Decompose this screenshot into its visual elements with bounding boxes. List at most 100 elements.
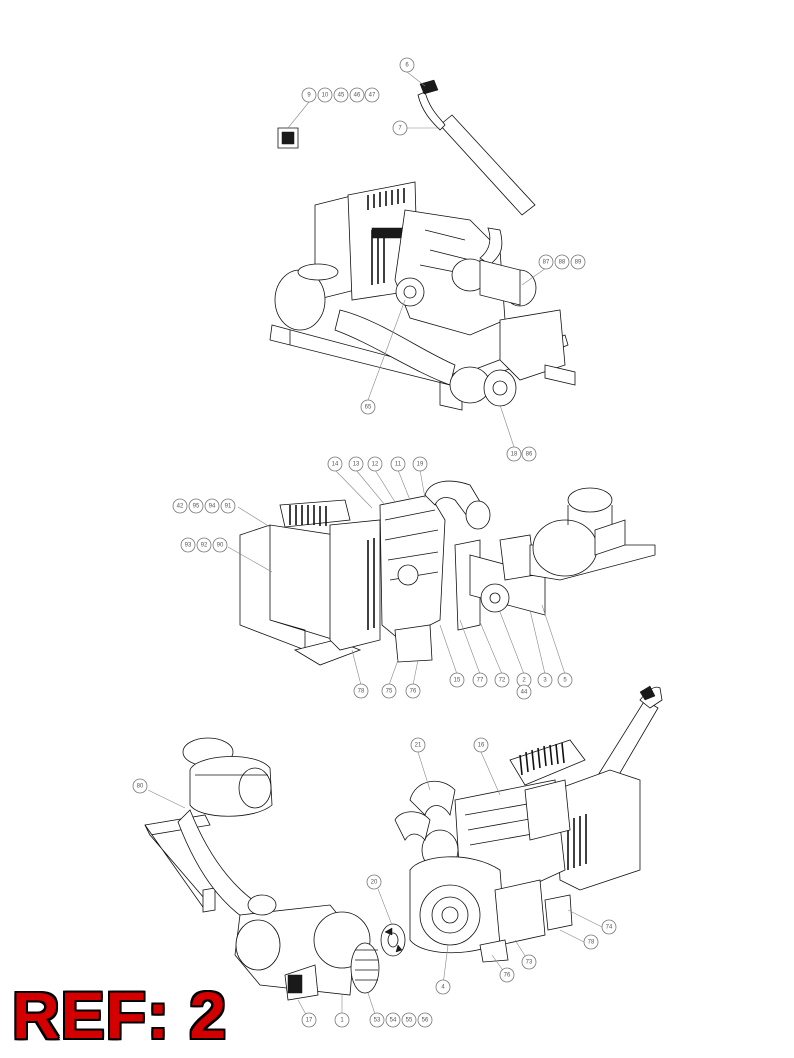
- callout-number: 13: [353, 462, 360, 468]
- impeller: [380, 923, 406, 957]
- filter-bracket: [144, 814, 211, 836]
- callout-circle: [570, 254, 586, 270]
- callout-bubble: 93: [180, 537, 196, 553]
- callout-circle: [366, 874, 382, 890]
- radiator: [329, 519, 381, 651]
- callout-bubble: 78: [353, 683, 369, 699]
- callout-circle: [494, 672, 510, 688]
- callout-number: 12: [372, 462, 379, 468]
- callout-circle: [449, 672, 465, 688]
- callout-circle: [435, 979, 451, 995]
- callout-number: 77: [477, 678, 484, 684]
- engine-mount: [394, 624, 433, 663]
- callout-number: 2: [522, 678, 526, 684]
- callout-number: 6: [405, 63, 409, 69]
- callout-circle: [180, 537, 196, 553]
- callout-bubble: 91: [220, 498, 236, 514]
- callout-circle: [301, 87, 317, 103]
- callout-bubble: 7: [392, 120, 408, 136]
- air-filter: [532, 519, 598, 577]
- callout-number: 11: [395, 462, 402, 468]
- callout-circle: [538, 254, 554, 270]
- callout-circle: [410, 737, 426, 753]
- callout-number: 94: [209, 504, 216, 510]
- callout-number: 54: [390, 1018, 397, 1024]
- callout-number: 7: [398, 126, 402, 132]
- callout-circle: [417, 1012, 433, 1028]
- callout-circle: [367, 456, 383, 472]
- callout-number: 44: [521, 690, 528, 696]
- callout-number: 93: [185, 543, 192, 549]
- exhaust-elbow: [409, 781, 456, 817]
- callout-circle: [521, 954, 537, 970]
- radiator: [554, 769, 641, 891]
- callout-number: 17: [306, 1018, 313, 1024]
- callout-number: 78: [358, 689, 365, 695]
- callout-bubble: 1: [334, 1012, 350, 1028]
- callout-bubble: 90: [212, 537, 228, 553]
- callout-circle: [601, 919, 617, 935]
- callout-number: 45: [338, 93, 345, 99]
- callout-bubble: 94: [204, 498, 220, 514]
- callout-bubble: 76: [499, 967, 515, 983]
- callout-bubble: 2: [516, 672, 532, 688]
- callout-bubble: 86: [521, 446, 537, 462]
- callout-number: 89: [575, 260, 582, 266]
- callout-number: 20: [371, 880, 378, 886]
- exhaust-elbow: [417, 91, 446, 131]
- callout-bubble: 95: [188, 498, 204, 514]
- callout-bubble: 14: [327, 456, 343, 472]
- callout-bubble: 88: [554, 254, 570, 270]
- callout-bubble: 78: [583, 934, 599, 950]
- callout-bubble: 11: [390, 456, 406, 472]
- callout-number: 76: [410, 689, 417, 695]
- callout-bubble: 74: [601, 919, 617, 935]
- callout-bubble: 65: [360, 399, 376, 415]
- callout-circle: [521, 446, 537, 462]
- bottom-view-right-assembly: [394, 685, 663, 963]
- reference-label: REF: 2: [12, 978, 228, 1052]
- callout-bubble: 18: [506, 446, 522, 462]
- drive-shaft: [544, 364, 576, 386]
- callout-bubble: 44: [516, 684, 532, 700]
- callout-circle: [385, 1012, 401, 1028]
- callout-number: 3: [543, 678, 547, 684]
- callout-number: 55: [406, 1018, 413, 1024]
- callout-bubble: 10: [317, 87, 333, 103]
- callout-bubble: 42: [172, 498, 188, 514]
- callout-number: 47: [369, 93, 376, 99]
- callout-bubble: 45: [333, 87, 349, 103]
- callout-circle: [537, 672, 553, 688]
- callout-circle: [196, 537, 212, 553]
- callout-bubble: 6: [399, 57, 415, 73]
- callout-number: 65: [365, 405, 372, 411]
- callout-number: 21: [415, 743, 422, 749]
- callout-bubble: 75: [381, 683, 397, 699]
- callout-number: 74: [606, 925, 613, 931]
- callout-bubble: 21: [410, 737, 426, 753]
- callout-circle: [348, 456, 364, 472]
- callout-bubble: 92: [196, 537, 212, 553]
- callout-number: 10: [322, 93, 329, 99]
- callout-number: 42: [177, 504, 184, 510]
- callout-circle: [554, 254, 570, 270]
- callout-bubble: 89: [570, 254, 586, 270]
- callout-circle: [334, 1012, 350, 1028]
- callout-number: 75: [386, 689, 393, 695]
- callout-circle: [349, 87, 365, 103]
- callout-number: 1: [340, 1018, 344, 1024]
- callout-bubble: 76: [405, 683, 421, 699]
- callout-circle: [390, 456, 406, 472]
- callout-circle: [506, 446, 522, 462]
- callout-bubble: 77: [472, 672, 488, 688]
- callout-circle: [399, 57, 415, 73]
- callout-number: 80: [137, 784, 144, 790]
- callout-bubble: 54: [385, 1012, 401, 1028]
- callout-bubble: 55: [401, 1012, 417, 1028]
- pump-volute: [480, 583, 510, 613]
- callout-number: 56: [422, 1018, 429, 1024]
- middle-view-assembly: [239, 480, 656, 666]
- callout-circle: [172, 498, 188, 514]
